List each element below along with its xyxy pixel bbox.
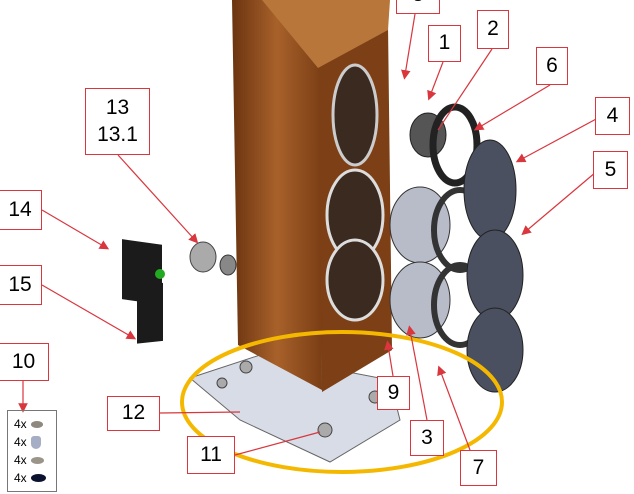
callout-text: 2 bbox=[487, 17, 499, 41]
callout-text: 10 bbox=[11, 349, 36, 373]
callout-12: 12 bbox=[107, 396, 160, 431]
grille bbox=[463, 139, 517, 241]
disc-icon bbox=[30, 456, 44, 464]
callout-text: 4 bbox=[606, 103, 619, 127]
callout-2: 2 bbox=[477, 10, 509, 49]
quantity: 4x bbox=[14, 471, 27, 485]
callout-text: 5 bbox=[604, 157, 617, 181]
callout-text: 11 bbox=[200, 442, 222, 466]
quantity: 4x bbox=[14, 417, 27, 431]
callout-9: 9 bbox=[377, 376, 410, 410]
base-highlight bbox=[180, 330, 504, 474]
callout-text: 7 bbox=[472, 455, 485, 479]
callout-11: 11 bbox=[187, 436, 235, 474]
callout-text: 13 bbox=[105, 96, 130, 120]
kit-row: 4x bbox=[14, 415, 56, 433]
grille bbox=[466, 229, 524, 321]
callout-text: 12 bbox=[121, 401, 146, 425]
quantity: 4x bbox=[14, 435, 27, 449]
foot bbox=[239, 360, 253, 374]
baffle-ring bbox=[429, 103, 481, 187]
callout-5: 5 bbox=[593, 151, 628, 189]
callout-10: 10 bbox=[0, 343, 49, 381]
pcb-15 bbox=[137, 282, 163, 344]
callout-text: 14 bbox=[8, 197, 32, 221]
callout-text: 13.1 bbox=[97, 122, 138, 146]
rubber-pad-icon bbox=[30, 474, 46, 482]
callout-6: 6 bbox=[536, 47, 568, 85]
callout-15: 15 bbox=[0, 265, 42, 305]
foot bbox=[216, 377, 228, 389]
kit-row: 4x bbox=[14, 451, 56, 469]
mounting-kit-legend: 4x 4x 4x 4x bbox=[7, 410, 57, 492]
cabinet-top bbox=[262, 0, 390, 68]
callout-1: 1 bbox=[428, 25, 461, 62]
callout-text: 1 bbox=[438, 31, 451, 55]
callout-3: 3 bbox=[410, 420, 444, 456]
cabinet-side bbox=[232, 0, 322, 390]
kit-row: 4x bbox=[14, 433, 56, 451]
callout-text: 9 bbox=[387, 380, 400, 404]
grille bbox=[466, 307, 524, 393]
callout-8: 8 bbox=[396, 0, 440, 14]
callout-4: 4 bbox=[595, 97, 630, 135]
quantity: 4x bbox=[14, 453, 27, 467]
kit-row: 4x bbox=[14, 469, 56, 487]
callout-text: 8 bbox=[412, 0, 424, 8]
washer-icon bbox=[30, 420, 43, 428]
callout-text: 6 bbox=[546, 53, 558, 77]
spike-foot-icon bbox=[30, 435, 41, 449]
callout-text: 3 bbox=[421, 425, 433, 449]
callout-14: 14 bbox=[0, 190, 42, 230]
port-13 bbox=[189, 241, 217, 273]
callout-text: 15 bbox=[8, 272, 32, 296]
callout-7: 7 bbox=[460, 450, 497, 486]
foot bbox=[317, 422, 333, 438]
